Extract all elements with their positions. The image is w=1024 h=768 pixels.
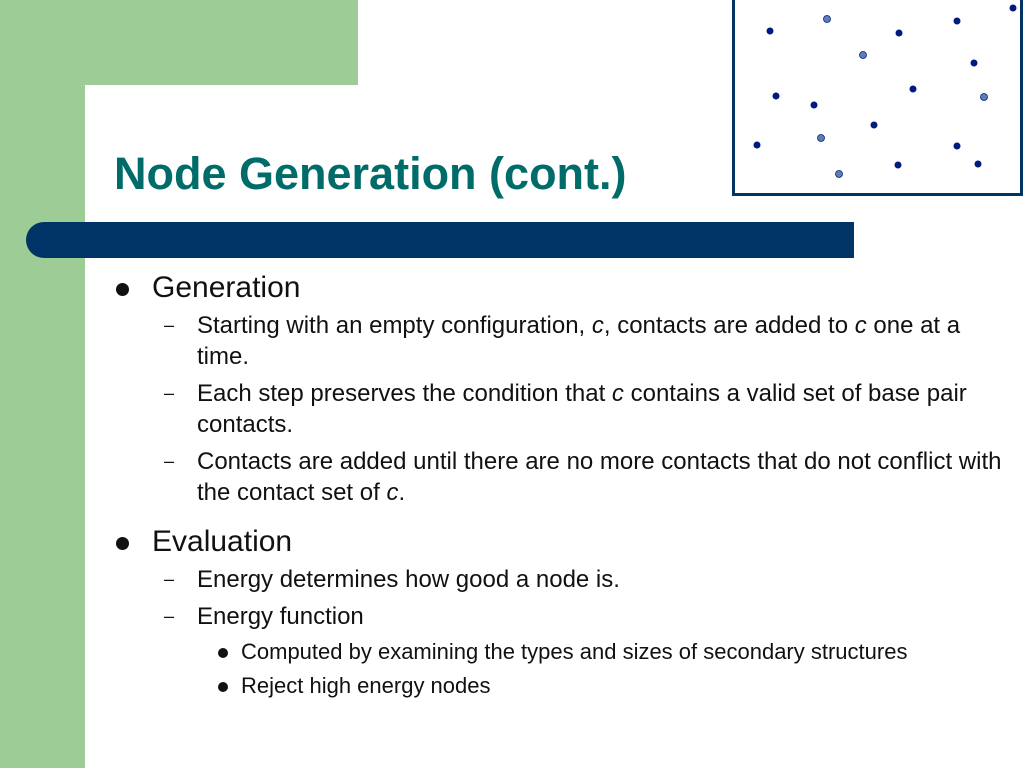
dot: [970, 59, 978, 67]
variable-c: c: [386, 479, 399, 506]
slide-body: Generation – Starting with an empty conf…: [114, 268, 1004, 706]
dot: [835, 170, 843, 178]
dot: [823, 15, 831, 23]
dot: [766, 27, 774, 35]
sub-bullet: – Starting with an empty configuration, …: [164, 310, 1004, 372]
sub-sub-bullet: Computed by examining the types and size…: [218, 638, 1004, 666]
bullet-dot-icon: [218, 648, 228, 658]
sub-bullet-text: contains a valid set of base pair contac…: [197, 380, 967, 438]
bullet-dot-icon: [116, 537, 129, 550]
bullet-dot-icon: [218, 682, 228, 692]
sub-sub-bullet: Reject high energy nodes: [218, 672, 1004, 700]
sub-bullet: – Contacts are added until there are no …: [164, 446, 1004, 508]
bullet-dot-icon: [116, 283, 129, 296]
dot: [953, 142, 961, 150]
dash-icon: –: [164, 606, 175, 626]
bullet-evaluation: Evaluation: [114, 524, 1004, 560]
variable-c: c: [854, 312, 867, 339]
sub-sub-bullet-text: Reject high energy nodes: [241, 673, 491, 698]
dot: [1009, 4, 1017, 12]
top-green-band: [0, 0, 358, 85]
dot: [895, 29, 903, 37]
sub-bullet-text: Each step preserves the condition that: [197, 380, 612, 407]
bullet-text: Generation: [152, 271, 301, 304]
slide-panel: [85, 85, 1024, 768]
sub-bullet-text: , contacts are added to: [603, 312, 855, 339]
left-green-band: [0, 0, 85, 768]
scatter-dots-graphic: [732, 0, 1023, 196]
bullet-text: Evaluation: [152, 525, 293, 558]
sub-bullet: – Energy determines how good a node is.: [164, 564, 1004, 595]
sub-sub-bullet-text: Computed by examining the types and size…: [241, 639, 908, 664]
dot: [817, 134, 825, 142]
sub-bullet: – Each step preserves the condition that…: [164, 378, 1004, 440]
sub-bullet-text: Energy function: [197, 603, 364, 630]
dash-icon: –: [164, 569, 175, 589]
dot: [894, 161, 902, 169]
title-underline-bar: [26, 222, 854, 258]
sub-bullet-text: Starting with an empty configuration,: [197, 312, 592, 339]
sub-bullet: – Energy function: [164, 601, 1004, 632]
dot: [859, 51, 867, 59]
dot: [772, 92, 780, 100]
variable-c: c: [611, 380, 624, 407]
dot: [974, 160, 982, 168]
dots-svg: [753, 4, 1017, 178]
dash-icon: –: [164, 451, 175, 471]
dot: [980, 93, 988, 101]
dot: [953, 17, 961, 25]
dash-icon: –: [164, 315, 175, 335]
dot: [753, 141, 761, 149]
slide-title: Node Generation (cont.): [114, 148, 627, 199]
variable-c: c: [591, 312, 604, 339]
sub-bullet-text: .: [398, 479, 406, 506]
sub-bullet-text: Contacts are added until there are no mo…: [197, 448, 1002, 506]
sub-bullet-text: one at a time.: [197, 312, 961, 370]
bullet-generation: Generation: [114, 270, 1004, 306]
dot: [810, 101, 818, 109]
sub-bullet-text: Energy determines how good a node is.: [197, 566, 620, 593]
dot: [909, 85, 917, 93]
dot: [870, 121, 878, 129]
dash-icon: –: [164, 383, 175, 403]
